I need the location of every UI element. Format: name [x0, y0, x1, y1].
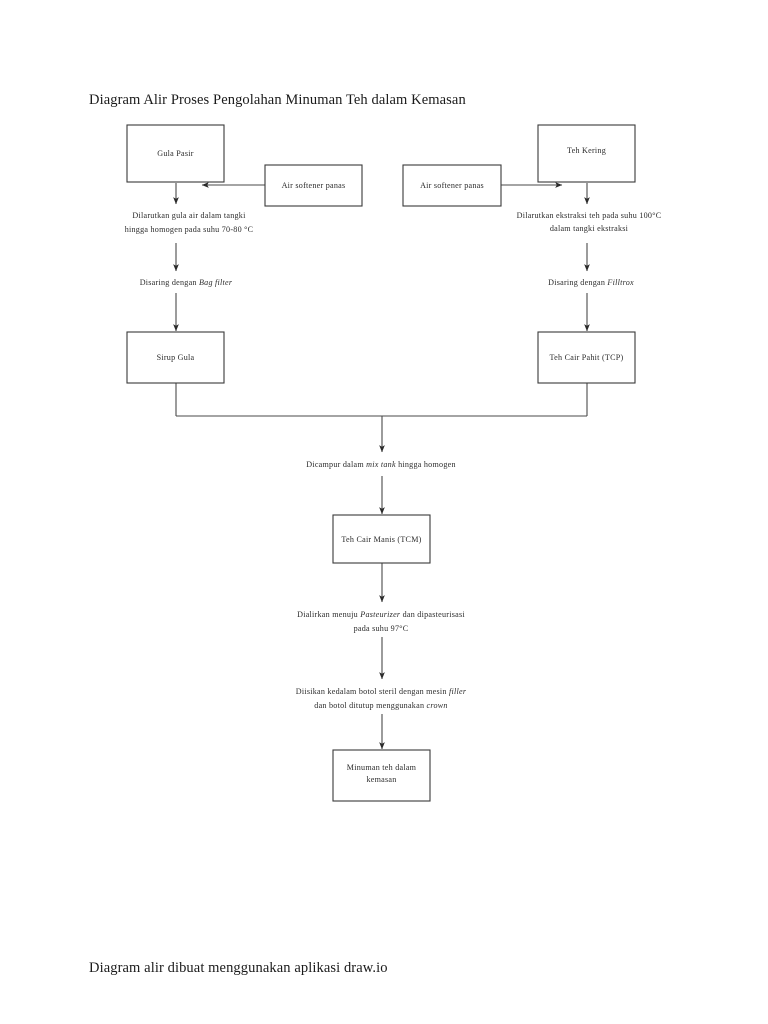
- step-pelarutan-gula-line2: hingga homogen pada suhu 70-80 °C: [125, 225, 254, 234]
- node-sirup-gula[interactable]: Sirup Gula: [126, 331, 225, 384]
- step-penyaringan-gula: Disaring dengan Bag filter: [140, 278, 233, 287]
- step-penyaringan-teh-italic: Filltrox: [606, 278, 634, 287]
- step-pengisian-line2-prefix: dan botol ditutup menggunakan: [314, 701, 426, 710]
- step-pasteurisasi: Dialirkan menuju Pasteurizer dan dipaste…: [297, 610, 465, 633]
- node-label-air-softener-kanan: Air softener panas: [420, 181, 484, 190]
- step-pelarutan-gula: Dilarutkan gula air dalam tangki hingga …: [125, 211, 254, 234]
- node-gula-pasir[interactable]: Gula Pasir: [126, 124, 225, 183]
- svg-text:Disaring dengan Filltrox: Disaring dengan Filltrox: [548, 278, 634, 287]
- step-pasteurisasi-line2: pada suhu 97°C: [354, 624, 409, 633]
- step-ekstraksi-teh-line1: Dilarutkan ekstraksi teh pada suhu 100°C: [517, 211, 662, 220]
- footer-note: Diagram alir dibuat menggunakan aplikasi…: [89, 960, 388, 976]
- connector-group: [173, 182, 590, 750]
- page-title: Diagram Alir Proses Pengolahan Minuman T…: [89, 92, 466, 108]
- svg-text:Diisikan kedalam botol steril: Diisikan kedalam botol steril dengan mes…: [296, 687, 467, 696]
- node-label-teh-cair-pahit: Teh Cair Pahit (TCP): [550, 353, 624, 362]
- svg-text:Dialirkan menuju Pasteurizer d: Dialirkan menuju Pasteurizer dan dipaste…: [297, 610, 465, 619]
- step-pencampuran-prefix: Dicampur dalam: [306, 460, 366, 469]
- svg-text:Disaring dengan Bag filter: Disaring dengan Bag filter: [140, 278, 233, 287]
- step-pengisian-line2-italic: crown: [427, 701, 448, 710]
- node-teh-cair-pahit[interactable]: Teh Cair Pahit (TCP): [537, 331, 636, 384]
- node-label-produk-akhir-line2: kemasan: [366, 775, 396, 784]
- step-penyaringan-teh-prefix: Disaring dengan: [548, 278, 607, 287]
- node-teh-kering[interactable]: Teh Kering: [537, 124, 636, 183]
- step-pencampuran-suffix: hingga homogen: [396, 460, 456, 469]
- step-penyaringan-gula-italic: Bag filter: [199, 278, 233, 287]
- step-pengisian: Diisikan kedalam botol steril dengan mes…: [296, 687, 467, 710]
- step-penyaringan-gula-prefix: Disaring dengan: [140, 278, 199, 287]
- node-label-teh-kering: Teh Kering: [567, 146, 606, 155]
- svg-text:dan botol ditutup menggunakan: dan botol ditutup menggunakan crown: [314, 701, 447, 710]
- step-pasteurisasi-suffix: dan dipasteurisasi: [400, 610, 465, 619]
- svg-text:Dicampur dalam mix tank hingga: Dicampur dalam mix tank hingga homogen: [306, 460, 456, 469]
- step-pengisian-prefix: Diisikan kedalam botol steril dengan mes…: [296, 687, 449, 696]
- step-pasteurisasi-italic: Pasteurizer: [359, 610, 401, 619]
- node-label-air-softener-kiri: Air softener panas: [282, 181, 346, 190]
- step-penyaringan-teh: Disaring dengan Filltrox: [548, 278, 634, 287]
- step-pencampuran-italic: mix tank: [366, 460, 396, 469]
- node-teh-cair-manis[interactable]: Teh Cair Manis (TCM): [332, 514, 431, 564]
- node-air-softener-kanan[interactable]: Air softener panas: [402, 164, 502, 207]
- node-produk-akhir[interactable]: Minuman teh dalam kemasan: [332, 749, 431, 802]
- node-label-sirup-gula: Sirup Gula: [157, 353, 195, 362]
- node-label-gula-pasir: Gula Pasir: [157, 149, 193, 158]
- node-label-teh-cair-manis: Teh Cair Manis (TCM): [341, 535, 421, 544]
- step-pasteurisasi-prefix: Dialirkan menuju: [297, 610, 360, 619]
- step-ekstraksi-teh-line2: dalam tangki ekstraksi: [550, 224, 629, 233]
- step-pelarutan-gula-line1: Dilarutkan gula air dalam tangki: [132, 211, 246, 220]
- node-label-produk-akhir-line1: Minuman teh dalam: [347, 763, 417, 772]
- node-air-softener-kiri[interactable]: Air softener panas: [264, 164, 363, 207]
- step-pengisian-italic: filler: [449, 687, 467, 696]
- step-pencampuran: Dicampur dalam mix tank hingga homogen: [306, 460, 456, 469]
- step-ekstraksi-teh: Dilarutkan ekstraksi teh pada suhu 100°C…: [517, 211, 662, 233]
